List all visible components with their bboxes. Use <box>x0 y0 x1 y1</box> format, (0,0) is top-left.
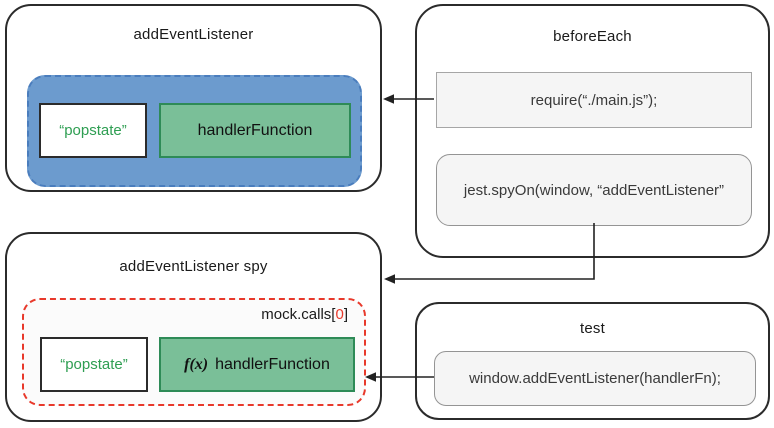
window-code-text: window.addEventListener(handlerFn); <box>469 370 721 387</box>
mock-calls-index: 0 <box>335 306 344 323</box>
window-code-chip: window.addEventListener(handlerFn); <box>434 351 756 406</box>
group-add-event-listener-spy: addEventListener spy mock.calls[0] “pops… <box>5 232 382 422</box>
arrowhead-icon <box>384 274 395 284</box>
event-name-chip-spy: “popstate” <box>40 337 148 392</box>
group-add-event-listener: addEventListener “popstate” handlerFunct… <box>5 4 382 192</box>
group-test: test window.addEventListener(handlerFn); <box>415 302 770 420</box>
spyon-code-chip: jest.spyOn(window, “addEventListener” <box>436 154 752 226</box>
mock-calls-label: mock.calls[0] <box>261 306 348 323</box>
handler-chip-spy: f(x) handlerFunction <box>159 337 355 392</box>
require-code-chip: require(“./main.js”); <box>436 72 752 128</box>
group-title-test: test <box>580 320 605 337</box>
args-container-blue: “popstate” handlerFunction <box>27 75 362 187</box>
group-title-before-each: beforeEach <box>553 28 632 45</box>
mock-calls-suffix: ] <box>343 306 348 323</box>
handler-chip-spy-label: handlerFunction <box>215 355 330 373</box>
spyon-code-text: jest.spyOn(window, “addEventListener” <box>463 181 725 199</box>
group-title-add-event-listener: addEventListener <box>133 26 254 43</box>
mock-calls-prefix: mock.calls[ <box>261 306 336 323</box>
group-title-add-event-listener-spy: addEventListener spy <box>119 258 268 275</box>
group-before-each: beforeEach require(“./main.js”); jest.sp… <box>415 4 770 258</box>
require-code-text: require(“./main.js”); <box>530 91 658 109</box>
event-name-chip: “popstate” <box>39 103 147 158</box>
mock-calls-container: mock.calls[0] “popstate” f(x) handlerFun… <box>22 298 366 406</box>
function-icon: f(x) <box>184 355 209 373</box>
handler-chip-label: handlerFunction <box>197 121 313 139</box>
arrowhead-icon <box>383 94 394 104</box>
handler-chip: handlerFunction <box>159 103 351 158</box>
